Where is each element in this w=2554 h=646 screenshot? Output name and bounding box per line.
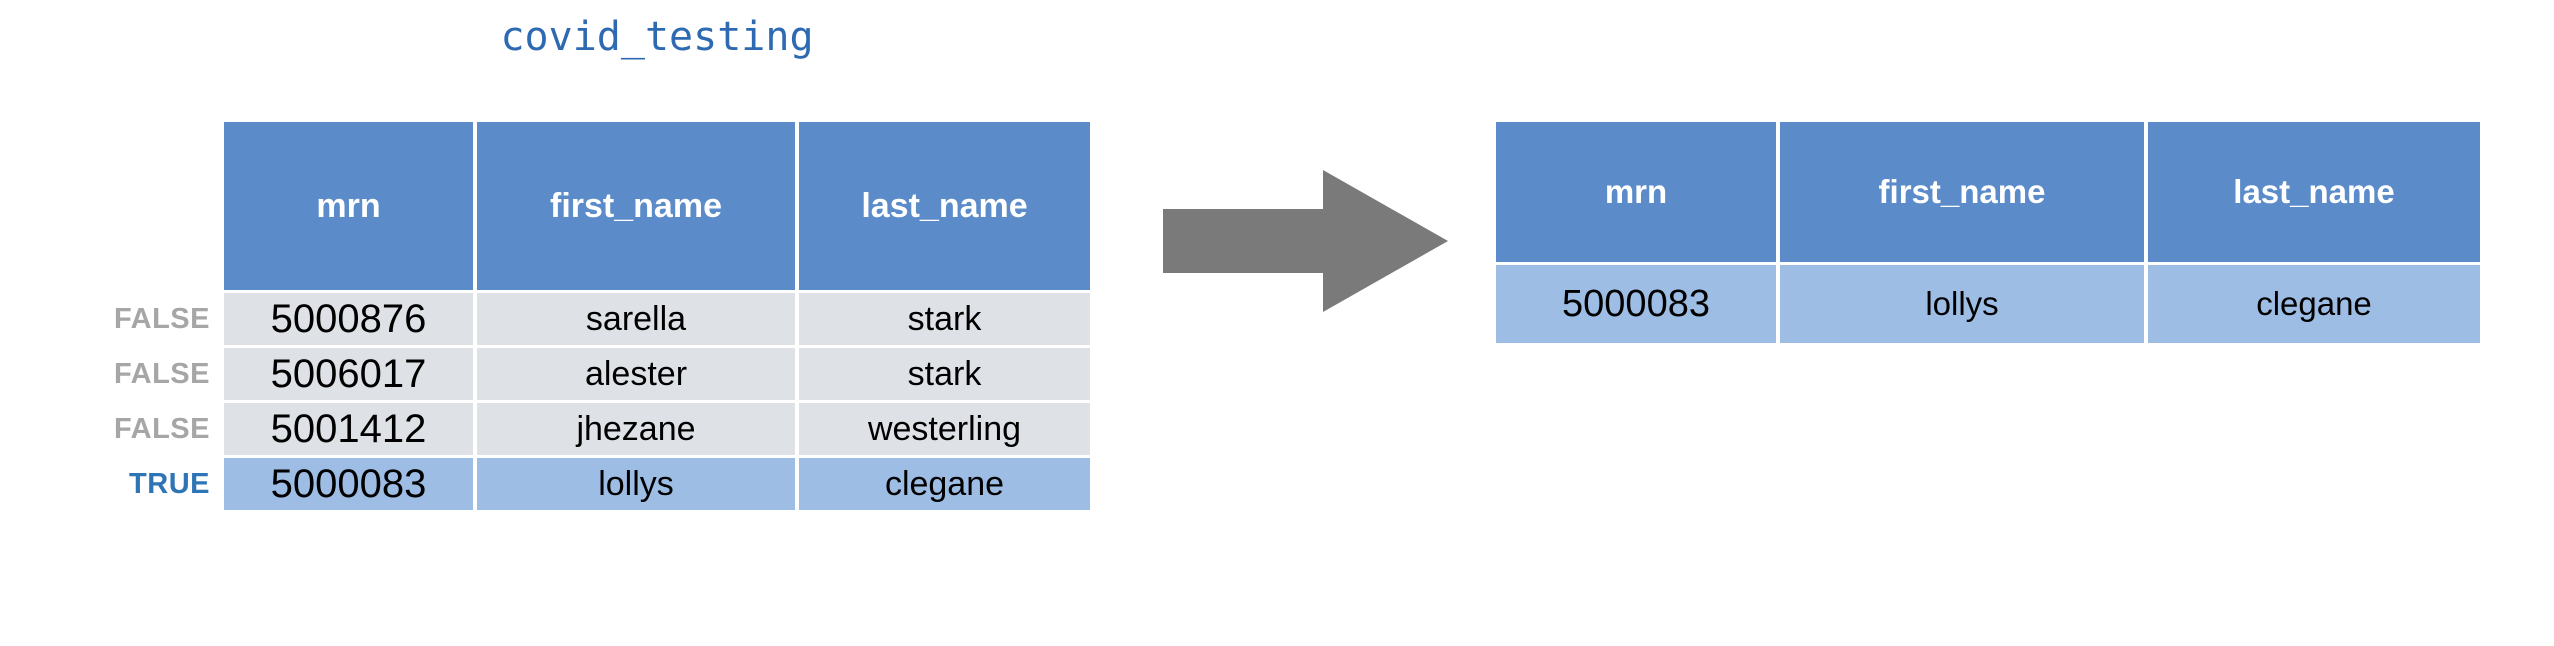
source-table: mrn first_name last_name 5000876 sarella… xyxy=(224,122,1090,510)
cell-first-name: lollys xyxy=(477,458,795,510)
cell-last-name: stark xyxy=(799,348,1090,400)
column-header-mrn: mrn xyxy=(224,122,473,290)
table-row: 5000876 sarella stark xyxy=(224,293,1090,345)
column-header-mrn: mrn xyxy=(1496,122,1776,262)
cell-first-name: alester xyxy=(477,348,795,400)
table-row: 5001412 jhezane westerling xyxy=(224,403,1090,455)
filter-flag-row-3: FALSE xyxy=(114,412,210,445)
cell-mrn: 5000083 xyxy=(224,458,473,510)
cell-last-name: clegane xyxy=(799,458,1090,510)
table-header-row: mrn first_name last_name xyxy=(1496,122,2480,262)
cell-mrn: 5006017 xyxy=(224,348,473,400)
filter-flag-row-2: FALSE xyxy=(114,357,210,390)
cell-first-name: lollys xyxy=(1780,265,2144,343)
cell-last-name: stark xyxy=(799,293,1090,345)
arrow-right-icon xyxy=(1163,170,1448,312)
filter-flag-column: FALSE FALSE FALSE TRUE xyxy=(20,293,210,510)
table-row-matched: 5000083 lollys clegane xyxy=(224,458,1090,510)
column-header-first-name: first_name xyxy=(1780,122,2144,262)
cell-last-name: westerling xyxy=(799,403,1090,455)
cell-last-name: clegane xyxy=(2148,265,2480,343)
column-header-last-name: last_name xyxy=(799,122,1090,290)
table-row: 5006017 alester stark xyxy=(224,348,1090,400)
table-row-matched: 5000083 lollys clegane xyxy=(1496,265,2480,343)
cell-first-name: sarella xyxy=(477,293,795,345)
column-header-last-name: last_name xyxy=(2148,122,2480,262)
table-header-row: mrn first_name last_name xyxy=(224,122,1090,290)
cell-mrn: 5000083 xyxy=(1496,265,1776,343)
cell-first-name: jhezane xyxy=(477,403,795,455)
page-title: covid_testing xyxy=(500,14,814,60)
column-header-first-name: first_name xyxy=(477,122,795,290)
filter-flag-row-1: FALSE xyxy=(114,302,210,335)
cell-mrn: 5001412 xyxy=(224,403,473,455)
result-table: mrn first_name last_name 5000083 lollys … xyxy=(1496,122,2480,343)
cell-mrn: 5000876 xyxy=(224,293,473,345)
filter-flag-row-4: TRUE xyxy=(129,467,210,500)
